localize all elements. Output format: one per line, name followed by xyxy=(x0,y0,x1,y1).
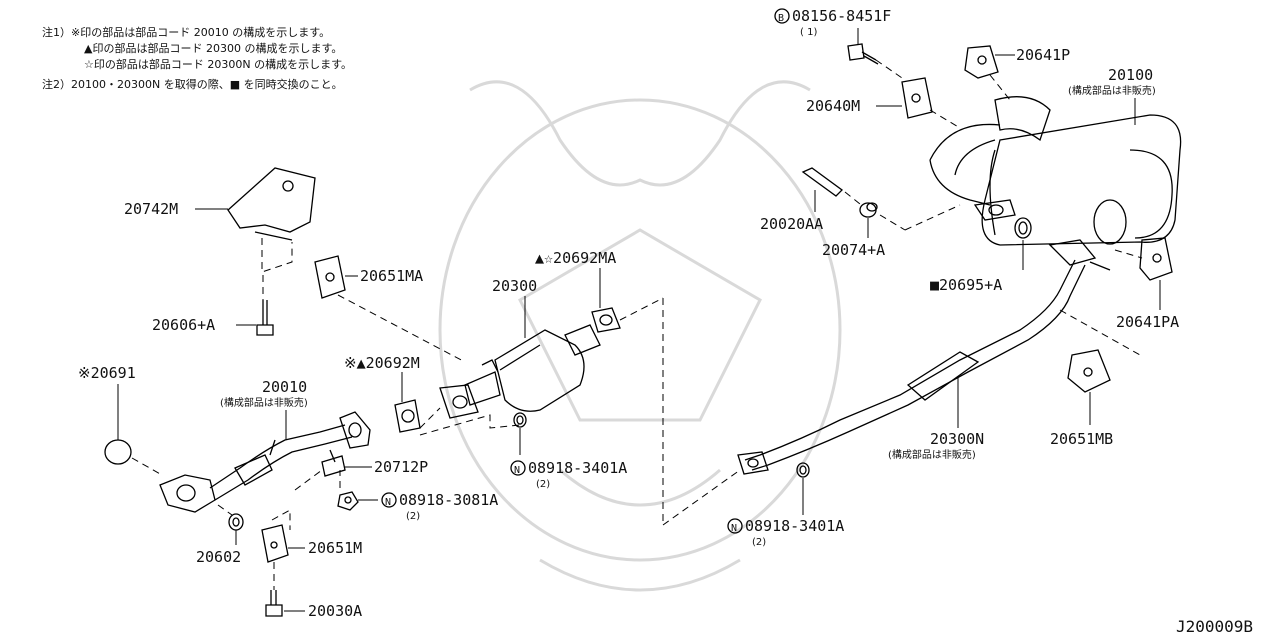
label-20074A[interactable]: 20074+A xyxy=(822,241,885,259)
label-08918-3081A[interactable]: 08918-3081A xyxy=(399,491,498,509)
label-20692MA[interactable]: ▲☆20692MA xyxy=(535,249,616,267)
mount-20641P-drawing xyxy=(964,45,999,79)
dash-20651M xyxy=(271,509,291,530)
label-20606A[interactable]: 20606+A xyxy=(152,316,215,334)
catalytic-converter-20300-drawing xyxy=(439,324,601,419)
dash-20020AA xyxy=(844,191,861,205)
dash-20691 xyxy=(131,457,163,476)
label-20651MA[interactable]: 20651MA xyxy=(360,267,423,285)
gasket-20695A-drawing xyxy=(1014,217,1032,239)
front-pipe-20010-drawing xyxy=(159,411,371,513)
dash-20692M xyxy=(419,407,441,429)
gasket-20692MA-drawing xyxy=(591,307,621,333)
symbol-n-3081: N xyxy=(385,497,391,508)
label-08918-3401A-mid[interactable]: 08918-3401A xyxy=(528,459,627,477)
dash-20692MA xyxy=(619,297,664,321)
label-20641PA[interactable]: 20641PA xyxy=(1116,313,1179,331)
dash-08156 xyxy=(875,59,906,81)
dash-20602 xyxy=(217,504,233,516)
mount-20651MA-drawing xyxy=(314,255,346,299)
symbol-n-m: N xyxy=(514,465,520,476)
figure-code: J200009B xyxy=(1176,617,1253,636)
nut-08918-3081A-drawing xyxy=(337,491,359,511)
label-20602[interactable]: 20602 xyxy=(196,548,241,566)
qty-08918-3081A: (2) xyxy=(406,511,420,522)
dash-20074A-b xyxy=(904,204,961,231)
label-08918-3401A-right[interactable]: 08918-3401A xyxy=(745,517,844,535)
ring-20691-drawing xyxy=(104,439,132,465)
dash-20641PA xyxy=(1114,249,1143,259)
label-20695A[interactable]: ■20695+A xyxy=(930,276,1002,294)
symbol-n-r: N xyxy=(731,523,737,534)
label-20020AA[interactable]: 20020AA xyxy=(760,215,823,233)
center-pipe-20300N-drawing xyxy=(737,239,1111,475)
bolt-20030A-drawing xyxy=(265,590,283,617)
qty-08918-3401A-right: (2) xyxy=(752,537,766,548)
mount-20651M-drawing xyxy=(261,524,289,563)
bolt-20606A-drawing xyxy=(256,300,274,336)
label-20640M[interactable]: 20640M xyxy=(806,97,860,115)
label-20010[interactable]: 20010 xyxy=(262,378,307,396)
label-20300N[interactable]: 20300N xyxy=(930,430,984,448)
nut-right-08918-3401A-drawing xyxy=(796,462,810,478)
dash-20074A xyxy=(879,214,906,231)
bracket-20742M-drawing xyxy=(227,167,316,241)
label-20651MB[interactable]: 20651MB xyxy=(1050,430,1113,448)
mount-20651MB-drawing xyxy=(1067,349,1111,393)
stud-20020AA-drawing xyxy=(801,167,843,197)
washer-20602-drawing xyxy=(228,513,244,531)
gasket-20692M-drawing xyxy=(394,399,421,433)
symbol-b: B xyxy=(778,13,784,24)
symbol-b-circle xyxy=(774,8,790,24)
qty-08156: ( 1) xyxy=(800,27,817,38)
note-line-4: 注2）20100・20300N を取得の際、■ を同時交換のこと。 xyxy=(42,77,343,91)
sub-20010: (構成部品は非販売) xyxy=(220,396,308,409)
nut-mid-08918-3401A-drawing xyxy=(513,412,527,428)
label-20712P[interactable]: 20712P xyxy=(374,458,428,476)
dash-20742M xyxy=(261,238,293,273)
symbol-n-circle-m xyxy=(510,460,526,476)
note-line-2: ▲印の部品は部品コード 20300 の構成を示します。 xyxy=(84,41,342,55)
dash-20651MA xyxy=(337,294,466,363)
label-20100[interactable]: 20100 xyxy=(1108,66,1153,84)
symbol-n-circle-3081 xyxy=(381,492,397,508)
sub-20100: (構成部品は非販売) xyxy=(1068,84,1156,97)
bolt-08156-drawing xyxy=(847,43,879,65)
symbol-n-circle-r xyxy=(727,518,743,534)
main-muffler-drawing xyxy=(929,96,1182,246)
label-20651M[interactable]: 20651M xyxy=(308,539,362,557)
note-line-1: 注1）※印の部品は部品コード 20010 の構成を示します。 xyxy=(42,25,330,39)
bracket-20712P-drawing xyxy=(321,449,346,477)
dash-20692M-b xyxy=(419,414,521,436)
note-line-3: ☆印の部品は部品コード 20300N の構成を示します。 xyxy=(84,57,352,71)
qty-08918-3401A-mid: (2) xyxy=(536,479,550,490)
mount-20641PA-drawing xyxy=(1139,237,1173,281)
label-20742M[interactable]: 20742M xyxy=(124,200,178,218)
watermark-emblem xyxy=(438,80,842,592)
label-20300[interactable]: 20300 xyxy=(492,277,537,295)
label-20691[interactable]: ※20691 xyxy=(78,364,136,382)
dash-20640M xyxy=(929,109,961,129)
dash-main-connection-b xyxy=(662,469,741,526)
dash-20712P xyxy=(294,469,323,491)
sub-20300N: (構成部品は非販売) xyxy=(888,448,976,461)
dash-20651MB xyxy=(1059,309,1141,356)
label-20692M[interactable]: ※▲20692M xyxy=(344,354,420,372)
label-20641P[interactable]: 20641P xyxy=(1016,46,1070,64)
clip-20074A-drawing xyxy=(859,202,878,218)
label-20030A[interactable]: 20030A xyxy=(308,602,362,620)
label-08156-8451F[interactable]: 08156-8451F xyxy=(792,7,891,25)
dash-20641P xyxy=(989,74,1011,101)
mount-20640M-drawing xyxy=(901,77,933,119)
